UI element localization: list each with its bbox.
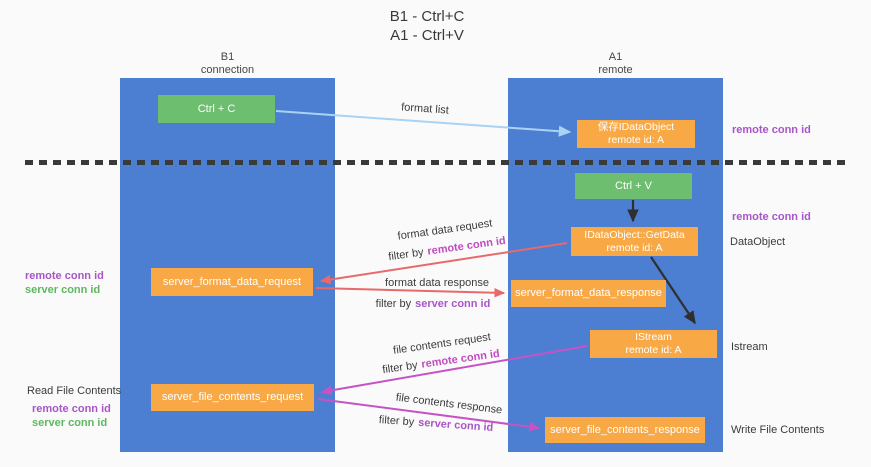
remote-conn-id-text: remote conn id [426, 234, 507, 258]
server-conn-id-text: server conn id [417, 416, 494, 434]
lane-header-a1: A1 remote [508, 51, 723, 77]
node-server-file-contents-request: server_file_contents_request [151, 384, 314, 411]
left-conn-ids-2: remote conn id server conn id [32, 402, 111, 430]
node-server-format-data-request: server_format_data_request [151, 268, 313, 296]
file-contents-response-label: file contents response [395, 391, 503, 417]
remote-conn-id-right-2: remote conn id [732, 211, 811, 223]
dataobject-label: DataObject [730, 236, 786, 248]
remote-conn-id-right-1: remote conn id [732, 124, 811, 136]
lane-b1-name: B1 [220, 51, 235, 63]
node-istream-line1: IStream [635, 331, 672, 343]
lane-header-b1: B1 connection [120, 51, 335, 77]
node-save-idataobject-line1: 保存IDataObject [597, 121, 675, 133]
format-list-label: format list [400, 101, 450, 117]
node-server-format-data-request-label: server_format_data_request [162, 275, 302, 288]
istream-side-label: Istream [731, 341, 768, 353]
remote-conn-id-left-2: remote conn id [32, 403, 111, 415]
node-server-file-contents-response: server_file_contents_response [545, 417, 705, 443]
filter-by-text: filter by [381, 359, 419, 377]
remote-conn-id-left-1: remote conn id [25, 270, 104, 282]
title-line-2: A1 - Ctrl+V [390, 27, 464, 44]
lane-b1-role: connection [200, 64, 255, 76]
lane-a1-name: A1 [608, 51, 623, 63]
copy-paste-separator-line [25, 160, 845, 165]
node-ctrl-c: Ctrl + C [158, 95, 275, 123]
server-conn-id-left-2: server conn id [32, 417, 108, 429]
format-data-response-label: format data response [385, 277, 489, 289]
node-server-format-data-response: server_format_data_response [511, 280, 666, 307]
diagram-title: B1 - Ctrl+C A1 - Ctrl+V [0, 7, 854, 45]
filter-by-text: filter by [375, 298, 412, 310]
title-line-1: B1 - Ctrl+C [389, 8, 465, 25]
write-file-contents-label: Write File Contents [731, 424, 825, 436]
node-server-file-contents-response-label: server_file_contents_response [550, 423, 700, 436]
node-save-idataobject-line2: remote id: A [607, 134, 665, 146]
node-istream-line2: remote id: A [625, 344, 682, 356]
filter-by-text: filter by [387, 246, 425, 264]
node-idataobject-getdata: IDataObject::GetData remote id: A [571, 227, 698, 256]
server-conn-id-text: server conn id [415, 298, 491, 310]
node-idataobject-getdata-line1: IDataObject::GetData [584, 228, 685, 241]
left-conn-ids-1: remote conn id server conn id [25, 269, 104, 297]
node-ctrl-v-label: Ctrl + V [615, 179, 652, 192]
node-server-file-contents-request-label: server_file_contents_request [161, 391, 304, 403]
server-conn-id-left-1: server conn id [25, 284, 101, 296]
node-idataobject-getdata-line2: remote id: A [606, 241, 663, 254]
read-file-contents-label: Read File Contents [27, 385, 122, 397]
node-ctrl-v: Ctrl + V [575, 173, 692, 199]
lane-a1-role: remote [598, 64, 633, 76]
node-server-format-data-response-label: server_format_data_response [515, 287, 662, 299]
filter-by-text: filter by [378, 414, 415, 429]
node-save-idataobject: 保存IDataObject remote id: A [577, 120, 695, 148]
node-ctrl-c-label: Ctrl + C [197, 102, 236, 115]
node-istream: IStream remote id: A [590, 330, 717, 358]
